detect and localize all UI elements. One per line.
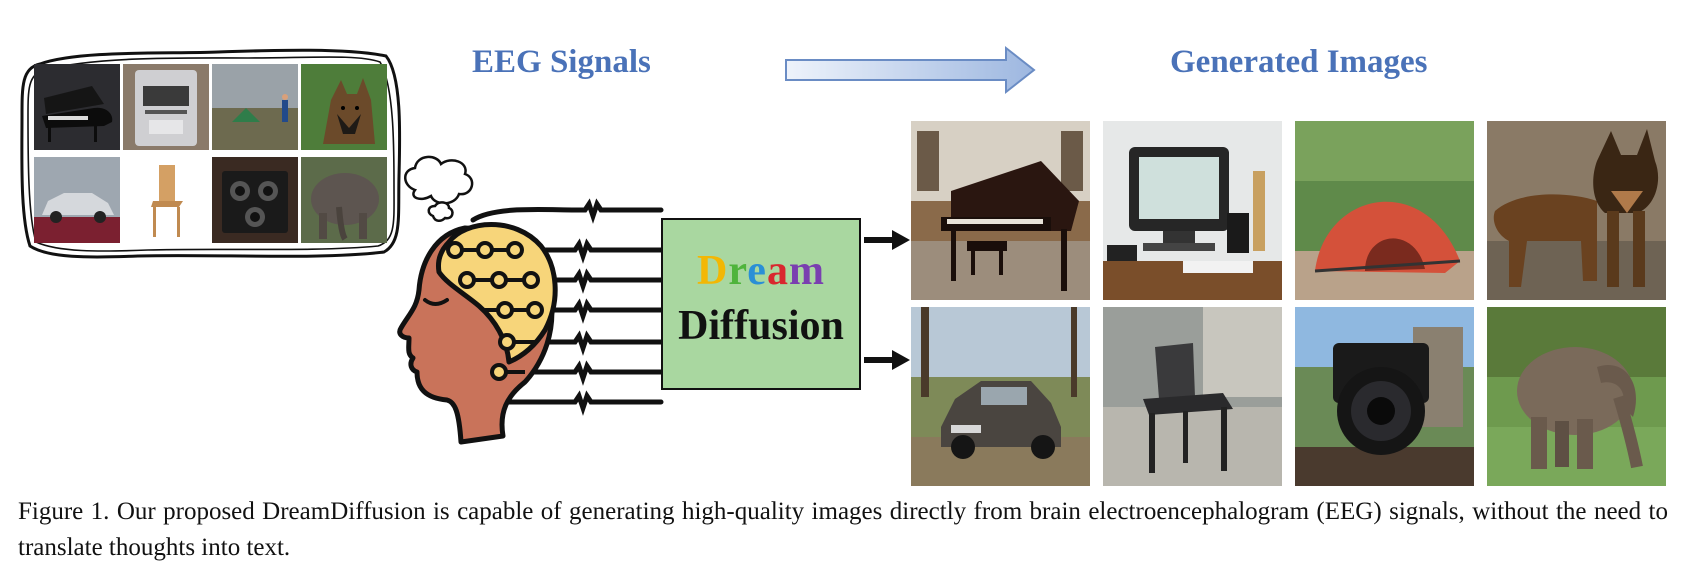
- dreamdiffusion-model-box: Dream Diffusion: [661, 218, 861, 390]
- camera-icon: [212, 157, 298, 243]
- piano-icon: [34, 64, 120, 150]
- generated-elephant-image: [1487, 307, 1666, 486]
- elephant-icon: [301, 157, 387, 243]
- generated-tent-image: [1295, 121, 1474, 300]
- dog-icon: [1487, 121, 1666, 300]
- thought-dog-image: [301, 64, 387, 150]
- flow-arrow-icon: [785, 45, 1036, 95]
- generated-dog-image: [1487, 121, 1666, 300]
- chair-icon: [1103, 307, 1282, 486]
- car-icon: [34, 157, 120, 243]
- elephant-icon: [1487, 307, 1666, 486]
- head-brain-illustration: [397, 155, 664, 445]
- generated-computer-image: [1103, 121, 1282, 300]
- thought-car-image: [34, 157, 120, 243]
- diffusion-label: Diffusion: [678, 303, 844, 349]
- dog-icon: [301, 64, 387, 150]
- eeg-signals-heading: EEG Signals: [472, 44, 651, 80]
- tent-icon: [212, 64, 298, 150]
- thought-cloud-icon: [404, 155, 474, 222]
- computer-icon: [123, 64, 209, 150]
- thought-chair-image: [123, 157, 209, 243]
- dream-letter: r: [728, 248, 748, 294]
- thought-elephant-image: [301, 157, 387, 243]
- generated-images-heading: Generated Images: [1170, 44, 1428, 80]
- generated-image-grid: [911, 121, 1666, 487]
- arrows: [785, 45, 1036, 370]
- car-icon: [911, 307, 1090, 486]
- thought-bubble: [20, 48, 402, 259]
- dream-letter: m: [788, 248, 825, 294]
- output-arrow-icon: [864, 230, 910, 370]
- computer-icon: [1103, 121, 1282, 300]
- thought-computer-image: [123, 64, 209, 150]
- thought-camera-image: [212, 157, 298, 243]
- piano-icon: [911, 121, 1090, 300]
- dream-letter: a: [766, 248, 789, 294]
- dream-label: Dream: [663, 247, 859, 295]
- generated-camera-image: [1295, 307, 1474, 486]
- camera-icon: [1295, 307, 1474, 486]
- thought-image-grid: [34, 64, 388, 244]
- dream-letter: e: [747, 248, 767, 294]
- figure-caption: Figure 1. Our proposed DreamDiffusion is…: [18, 498, 1668, 561]
- tent-icon: [1295, 121, 1474, 300]
- thought-piano-image: [34, 64, 120, 150]
- generated-chair-image: [1103, 307, 1282, 486]
- chair-icon: [123, 157, 209, 243]
- dream-letter: D: [697, 248, 729, 294]
- generated-piano-image: [911, 121, 1090, 300]
- generated-car-image: [911, 307, 1090, 486]
- thought-tent-image: [212, 64, 298, 150]
